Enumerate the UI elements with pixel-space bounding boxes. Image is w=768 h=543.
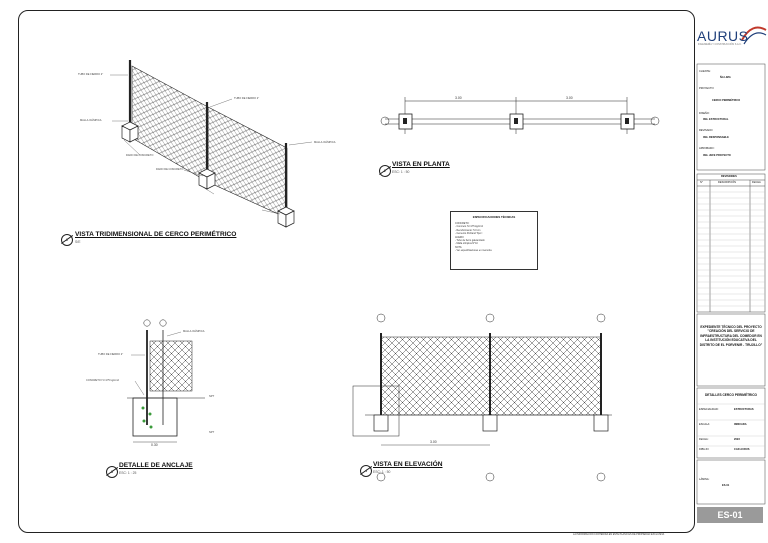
- notes-line: - Concreto f'c=175 kg/cm2: [455, 225, 483, 229]
- elevacion-dim: 3.00: [430, 440, 437, 444]
- view-badge-elevacion: 4: [360, 465, 372, 477]
- notes-line: ACERO:: [455, 235, 465, 239]
- view-anclaje-drawing: [127, 319, 205, 443]
- view-elevacion-drawing: [352, 313, 612, 482]
- tb-info-label: LÁMINA:: [699, 478, 710, 481]
- level-npt-2: NPT: [209, 431, 215, 434]
- logo-swoosh: [741, 26, 767, 41]
- view-title-3d: VISTA TRIDIMENSIONAL DE CERCO PERIMÉTRIC…: [75, 231, 237, 238]
- mesh-panel-2: [207, 106, 288, 219]
- rev-col-no: N°: [700, 181, 703, 184]
- notes-line: - Malla olímpica N°10: [455, 242, 478, 246]
- tb-label-diseno: DISEÑO:: [699, 112, 710, 115]
- label-3d-dado-2: DADO DE CONCRETO: [156, 168, 184, 171]
- tb-info-value: 2023: [734, 438, 740, 441]
- tb-info-value: CAD AURUS: [734, 448, 750, 451]
- tb-value-cliente: ÑA LIMA: [720, 76, 731, 79]
- rev-col-fecha: FECHA: [752, 181, 761, 184]
- view-title-anclaje: DETALLE DE ANCLAJE: [119, 462, 193, 469]
- notes-line: CONCRETO:: [455, 222, 470, 225]
- tb-info-value: ES-01: [722, 484, 730, 487]
- notes-header: ESPECIFICACIONES TÉCNICAS: [472, 215, 516, 219]
- view-title-plan: VISTA EN PLANTA: [392, 161, 450, 168]
- revisions-header: REVISIONES: [721, 175, 737, 178]
- company-logo: AURUS: [697, 28, 749, 44]
- tb-info-label: DIBUJO:: [699, 448, 710, 451]
- view-scale-anclaje: ESC: 1 : 25: [119, 471, 137, 475]
- rev-col-desc: DESCRIPCIÓN: [718, 181, 737, 184]
- view-badge-anclaje: 3: [106, 466, 118, 478]
- drawing-frame: [18, 10, 695, 533]
- notes-line: - Cemento Portland Tipo I: [455, 232, 483, 236]
- tb-value-revisado: ING. RESPONSABLE: [703, 136, 729, 139]
- view-scale-3d: S/E: [75, 240, 81, 244]
- tb-label-aprobado: APROBADO:: [699, 147, 715, 150]
- plan-dim-1: 3.00: [455, 96, 462, 100]
- tb-info-label: FECHA:: [699, 438, 709, 441]
- view-badge-plan: 2: [379, 165, 391, 177]
- view-plan-drawing: [380, 97, 660, 134]
- tb-value-proyecto: CERCO PERIMÉTRICO: [712, 99, 741, 102]
- tb-info-label: ESPECIALIDAD:: [699, 408, 719, 411]
- notes-line: - Tubo de fierro galvanizado: [455, 239, 485, 243]
- company-tagline: INGENIERÍA Y CONSTRUCCIÓN S.A.C.: [698, 43, 742, 46]
- view-badge-3d: 1: [61, 234, 73, 246]
- view-scale-plan: ESC: 1 : 50: [392, 170, 410, 174]
- view-scale-elevacion: ESC: 1 : 50: [373, 470, 391, 474]
- notes-line: - Ver especificaciones en memoria: [455, 249, 492, 253]
- notes-line: NOTA:: [455, 245, 463, 249]
- technical-notes-box: ESPECIFICACIONES TÉCNICAS CONCRETO: - Co…: [450, 211, 538, 270]
- label-3d-tubo-1: TUBO DE FIERRO 2": [78, 73, 104, 76]
- view-title-elevacion: VISTA EN ELEVACIÓN: [373, 461, 443, 468]
- level-npt-1: NPT: [209, 395, 215, 398]
- anclaje-label-concreto: CONCRETO f'c=175 kg/cm2: [86, 379, 119, 382]
- tb-value-aprobado: ING. JEFE PROYECTO: [703, 154, 731, 157]
- label-3d-malla-2: MALLA OLÍMPICA: [314, 141, 336, 144]
- notes-line: - Recubrimiento: 5.0 cm: [455, 228, 481, 232]
- project-description: EXPEDIENTE TÉCNICO DEL PROYECTO "CREACIÓ…: [699, 325, 763, 347]
- anclaje-label-malla: MALLA OLÍMPICA: [183, 330, 205, 333]
- plan-title: DETALLES CERCO PERIMÉTRICO: [704, 393, 757, 397]
- tb-label-cliente: CLIENTE:: [699, 70, 711, 73]
- label-3d-tubo-2: TUBO DE FIERRO 2": [234, 97, 260, 100]
- tb-info-label: ESCALA:: [699, 423, 710, 426]
- label-3d-dado-1: DADO DE CONCRETO: [126, 154, 154, 157]
- tb-label-revisado: REVISADO:: [699, 129, 714, 132]
- tb-info-value: INDICADA: [734, 423, 747, 426]
- mesh-panel-1: [131, 65, 209, 183]
- tb-value-diseno: ING. ESTRUCTURAL: [703, 118, 729, 121]
- sheet-number: ES-01: [697, 507, 763, 523]
- anclaje-dim: 0.30: [151, 443, 158, 447]
- bottom-note: LA INFORMACIÓN CONTENIDA EN ESTE PLANO E…: [573, 533, 665, 536]
- tb-info-value: ESTRUCTURAS: [734, 408, 754, 411]
- plan-dim-2: 3.00: [566, 96, 573, 100]
- view-3d-drawing: [110, 60, 313, 228]
- label-3d-malla-1: MALLA OLÍMPICA: [80, 119, 102, 122]
- tb-label-proyecto: PROYECTO:: [699, 87, 715, 90]
- anclaje-label-tubo: TUBO DE FIERRO 2": [98, 353, 124, 356]
